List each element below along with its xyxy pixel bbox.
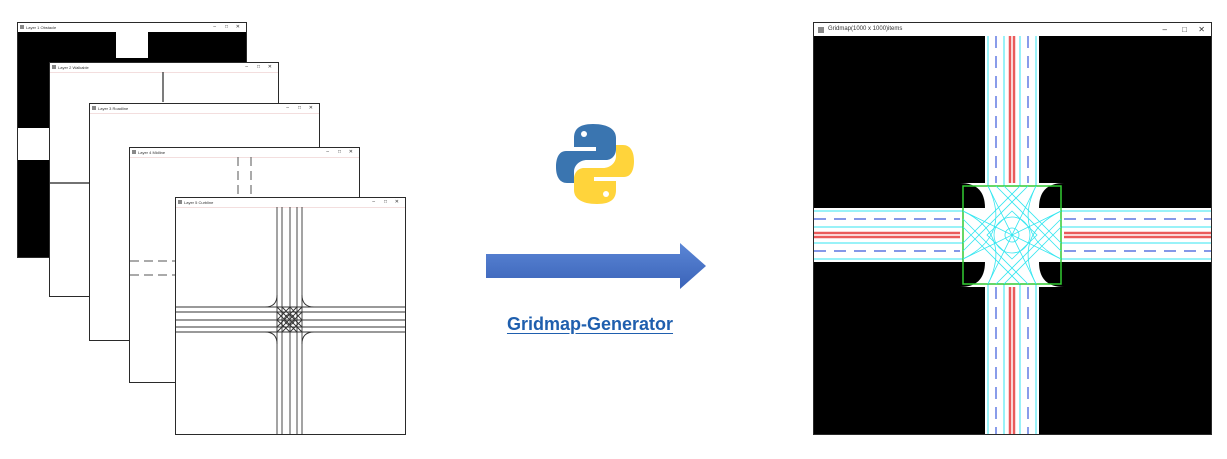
layer-window-5[interactable]: Layer 5 Curbline – □ ✕ <box>175 197 406 435</box>
maximize-icon[interactable]: □ <box>297 105 301 111</box>
arrow-right-icon <box>486 243 706 289</box>
window-title: Layer 3 Roadline <box>98 106 129 111</box>
minimize-icon[interactable]: – <box>286 105 289 111</box>
window-title: Layer 4 Midline <box>138 150 166 155</box>
window-title: Gridmap(1000 x 1000)items <box>828 26 903 32</box>
maximize-icon[interactable]: □ <box>224 24 228 30</box>
app-icon <box>52 65 56 69</box>
title-bar[interactable]: Layer 2 Walkable – □ ✕ <box>50 63 278 73</box>
minimize-icon[interactable]: – <box>245 64 248 70</box>
maximize-icon[interactable]: □ <box>383 199 387 205</box>
maximize-icon[interactable]: □ <box>1182 25 1187 34</box>
title-bar[interactable]: Gridmap(1000 x 1000)items – □ ✕ <box>814 23 1211 37</box>
close-icon[interactable]: ✕ <box>308 105 313 111</box>
window-title: Layer 1 Obstacle <box>26 25 57 30</box>
gridmap-canvas <box>814 36 1211 434</box>
close-icon[interactable]: ✕ <box>1198 25 1205 34</box>
app-icon <box>132 150 136 154</box>
close-icon[interactable]: ✕ <box>235 24 240 30</box>
close-icon[interactable]: ✕ <box>348 149 353 155</box>
title-bar[interactable]: Layer 4 Midline – □ ✕ <box>130 148 359 158</box>
maximize-icon[interactable]: □ <box>256 64 260 70</box>
minimize-icon[interactable]: – <box>326 149 329 155</box>
curbline-drawing <box>176 207 405 434</box>
app-icon <box>178 200 182 204</box>
minimize-icon[interactable]: – <box>1162 25 1167 34</box>
maximize-icon[interactable]: □ <box>337 149 341 155</box>
minimize-icon[interactable]: – <box>213 24 216 30</box>
app-icon <box>20 25 24 29</box>
layer-canvas <box>176 207 405 434</box>
layer-canvas <box>130 157 359 382</box>
python-logo-icon <box>556 124 634 204</box>
gridmap-generator-label[interactable]: Gridmap-Generator <box>506 314 674 334</box>
close-icon[interactable]: ✕ <box>394 199 399 205</box>
close-icon[interactable]: ✕ <box>267 64 272 70</box>
minimize-icon[interactable]: – <box>372 199 375 205</box>
gridmap-output-window[interactable]: Gridmap(1000 x 1000)items – □ ✕ <box>813 22 1212 435</box>
window-title: Layer 2 Walkable <box>58 65 89 70</box>
layer-canvas <box>50 72 278 296</box>
title-bar[interactable]: Layer 5 Curbline – □ ✕ <box>176 198 405 208</box>
window-title: Layer 5 Curbline <box>184 200 214 205</box>
app-icon <box>92 106 96 110</box>
app-icon <box>818 27 824 33</box>
title-bar[interactable]: Layer 3 Roadline – □ ✕ <box>90 104 319 114</box>
